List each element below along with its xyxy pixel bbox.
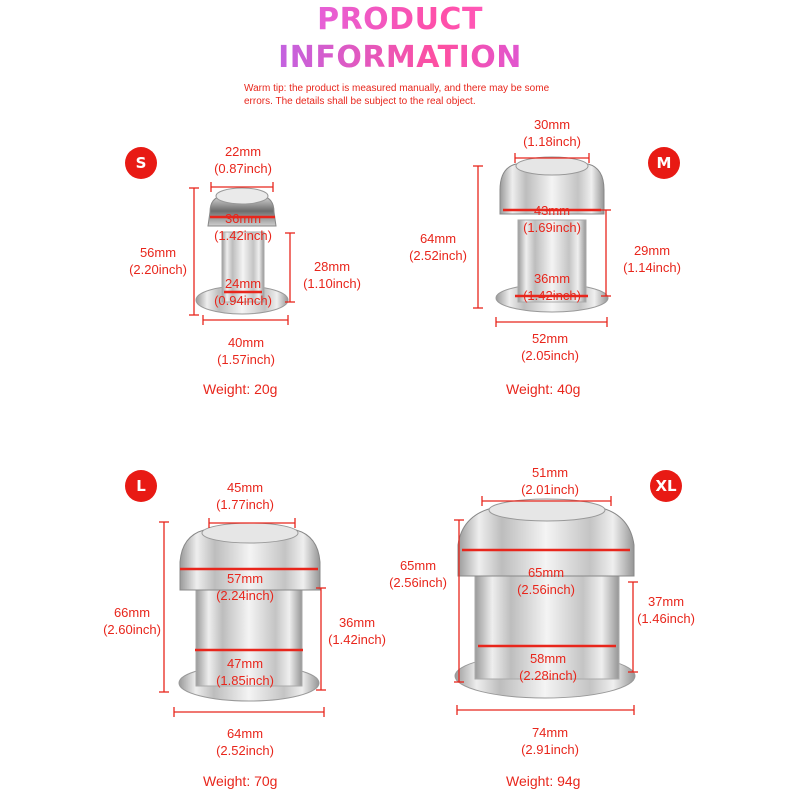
product-m-image xyxy=(495,156,609,313)
warm-tip: Warm tip: the product is measured manual… xyxy=(244,83,550,107)
s-height: 56mm(2.20inch) xyxy=(129,245,187,277)
product-m-dimension-lines xyxy=(473,153,611,327)
s-rim-diameter: 36mm(1.42inch) xyxy=(214,211,272,243)
l-height: 66mm(2.60inch) xyxy=(103,605,161,637)
title-line-1: PRODUCT xyxy=(0,2,800,37)
s-depth: 28mm(1.10inch) xyxy=(303,259,361,291)
m-inner-diameter: 36mm(1.42inch) xyxy=(523,271,581,303)
size-badge-m: M xyxy=(648,147,680,179)
l-weight: Weight: 70g xyxy=(203,773,278,789)
l-top-diameter: 45mm(1.77inch) xyxy=(216,480,274,512)
title-line-2: INFORMATION xyxy=(0,40,800,75)
l-base-diameter: 64mm(2.52inch) xyxy=(216,726,274,758)
m-weight: Weight: 40g xyxy=(506,381,581,397)
m-height: 64mm(2.52inch) xyxy=(409,231,467,263)
s-inner-diameter: 24mm(0.94inch) xyxy=(214,276,272,308)
product-xl-image xyxy=(454,498,636,699)
product-s-image xyxy=(195,187,289,315)
m-top-diameter: 30mm(1.18inch) xyxy=(523,117,581,149)
xl-base-diameter: 74mm(2.91inch) xyxy=(521,725,579,757)
xl-height: 65mm(2.56inch) xyxy=(389,558,447,590)
s-top-diameter: 22mm(0.87inch) xyxy=(214,144,272,176)
xl-top-diameter: 51mm(2.01inch) xyxy=(521,465,579,497)
m-depth: 29mm(1.14inch) xyxy=(623,243,681,275)
size-badge-s: S xyxy=(125,147,157,179)
product-l-dimension-lines xyxy=(159,518,326,717)
xl-depth: 37mm(1.46inch) xyxy=(637,594,695,626)
size-badge-l: L xyxy=(125,470,157,502)
l-rim-diameter: 57mm(2.24inch) xyxy=(216,571,274,603)
l-depth: 36mm(1.42inch) xyxy=(328,615,386,647)
xl-inner-diameter: 58mm(2.28inch) xyxy=(519,651,577,683)
l-inner-diameter: 47mm(1.85inch) xyxy=(216,656,274,688)
m-base-diameter: 52mm(2.05inch) xyxy=(521,331,579,363)
xl-weight: Weight: 94g xyxy=(506,773,581,789)
s-weight: Weight: 20g xyxy=(203,381,278,397)
product-xl-dimension-lines xyxy=(454,496,638,715)
product-s-dimension-lines xyxy=(189,182,295,325)
xl-rim-diameter: 65mm(2.56inch) xyxy=(517,565,575,597)
s-base-diameter: 40mm(1.57inch) xyxy=(217,335,275,367)
product-l-image xyxy=(178,522,321,702)
size-badge-xl: XL xyxy=(650,470,682,502)
m-rim-diameter: 43mm(1.69inch) xyxy=(523,203,581,235)
